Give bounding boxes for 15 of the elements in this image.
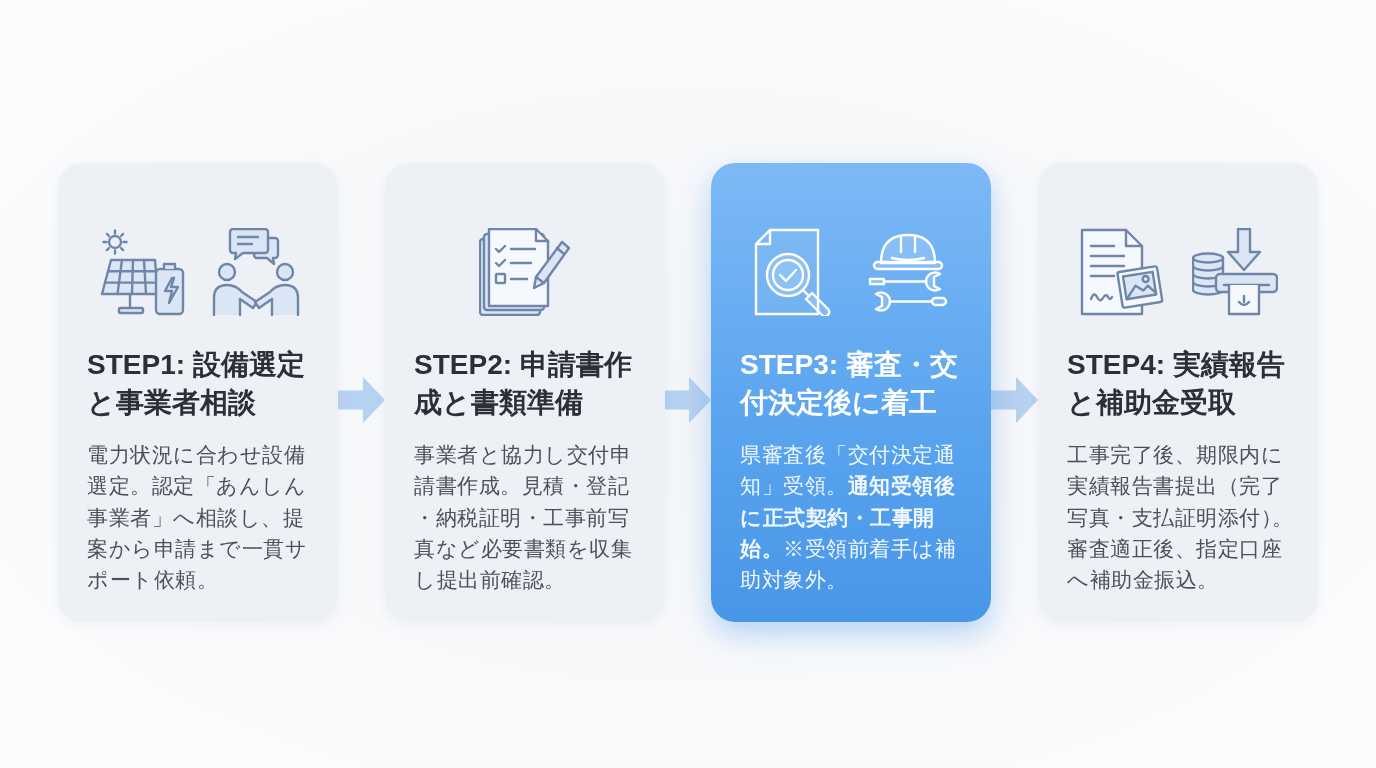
step-description: 工事完了後、期限内に実績報告書提出（完了写真・支払証明添付）。審査適正後、指定口座へ補助金振込。 bbox=[1067, 442, 1294, 594]
arrow bbox=[991, 377, 1038, 423]
step-card bbox=[711, 163, 991, 622]
step-description: 事業者と協力し交付申請書作成。見積・登記・納税証明・工事前写真など必要書類を収集し提出前確認。 bbox=[414, 442, 633, 594]
step-card bbox=[58, 163, 338, 622]
step-description: 電力状況に合わせ設備選定。認定「あんしん事業者」へ相談し、提案から申請まで一貫サポート依頼。 bbox=[87, 442, 308, 594]
step-title: STEP3: 審査・交付決定後に着工 bbox=[740, 348, 959, 420]
step-title: STEP1: 設備選定と事業者相談 bbox=[87, 348, 306, 420]
step-title: STEP2: 申請書作成と書類準備 bbox=[414, 348, 633, 420]
step-card bbox=[385, 163, 665, 622]
step-card bbox=[1038, 163, 1318, 622]
arrow bbox=[665, 377, 711, 423]
step-description: 県審査後「交付決定通知」受領。通知受領後に正式契約・工事開始。※受領前着手は補助対象外。 bbox=[740, 442, 957, 594]
step-title: STEP4: 実績報告と補助金受取 bbox=[1067, 348, 1286, 420]
arrow bbox=[338, 377, 385, 423]
